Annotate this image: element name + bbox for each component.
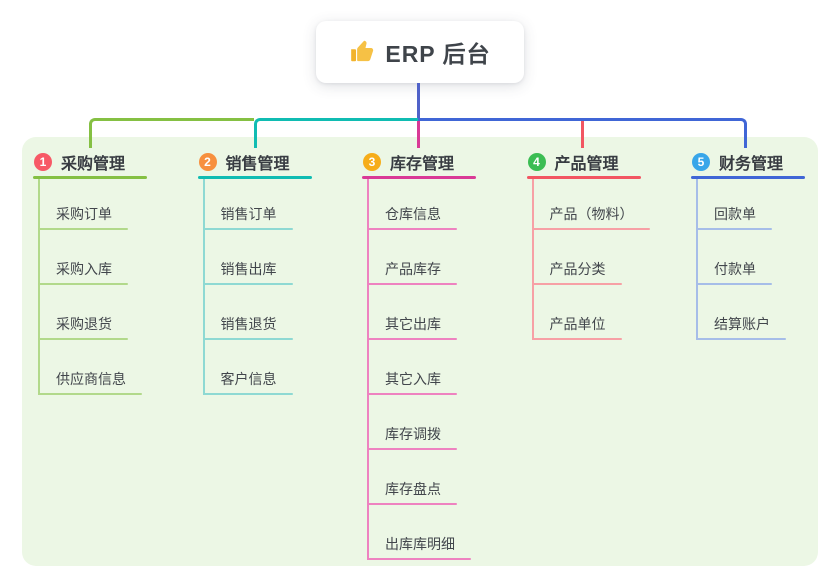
- connector-branch-3: [416, 121, 420, 148]
- child-node-库存调拨[interactable]: 库存调拨: [385, 426, 441, 442]
- child-underline: [367, 503, 457, 505]
- branch-node-库存管理[interactable]: 3 库存管理: [362, 148, 476, 176]
- child-node-采购退货[interactable]: 采购退货: [56, 316, 112, 332]
- child-node-产品分类[interactable]: 产品分类: [549, 261, 606, 277]
- child-node-库存盘点[interactable]: 库存盘点: [385, 481, 441, 497]
- branch-销售管理: 2 销售管理销售订单销售出库销售退货客户信息: [197, 148, 328, 395]
- children-connector-line: [531, 179, 534, 340]
- child-node-销售订单[interactable]: 销售订单: [220, 206, 277, 222]
- child-node-销售出库[interactable]: 销售出库: [220, 261, 277, 277]
- child-node-客户信息[interactable]: 客户信息: [220, 371, 277, 387]
- branch-title-label: 财务管理: [719, 156, 784, 173]
- branch-库存管理: 3 库存管理仓库信息产品库存其它出库其它入库库存调拨库存盘点出库库明细: [362, 148, 492, 560]
- child-node-回款单[interactable]: 回款单: [714, 206, 756, 222]
- child-underline: [202, 338, 293, 340]
- child-node-付款单[interactable]: 付款单: [714, 261, 756, 277]
- branch-财务管理: 5 财务管理回款单付款单结算账户: [691, 148, 821, 340]
- root-node[interactable]: ERP 后台: [316, 21, 524, 83]
- child-node-产品库存[interactable]: 产品库存: [385, 261, 441, 277]
- children-connector-line: [38, 179, 40, 395]
- child-underline: [367, 393, 457, 395]
- branch-number-badge: 3: [363, 153, 381, 171]
- child-node-出库库明细[interactable]: 出库库明细: [385, 536, 455, 552]
- child-underline: [696, 338, 786, 340]
- connector-branch-5: [418, 118, 747, 148]
- branch-title-label: 销售管理: [225, 156, 290, 173]
- branch-number-badge: 5: [692, 153, 710, 171]
- branch-title-label: 产品管理: [554, 156, 619, 173]
- connector-branch-4: [581, 121, 584, 148]
- child-underline: [367, 558, 471, 560]
- child-underline: [367, 338, 457, 340]
- child-node-仓库信息[interactable]: 仓库信息: [385, 206, 441, 222]
- connector-branch-1: [89, 118, 254, 148]
- branch-node-采购管理[interactable]: 1 采购管理: [33, 148, 147, 176]
- branch-underline: [362, 176, 476, 179]
- root-connector-line: [417, 83, 420, 120]
- branch-underline: [691, 176, 805, 179]
- child-underline: [531, 283, 622, 285]
- child-node-采购入库[interactable]: 采购入库: [56, 261, 112, 277]
- child-underline: [367, 228, 457, 230]
- child-underline: [367, 448, 457, 450]
- branch-underline: [526, 176, 641, 179]
- branches-panel: [22, 137, 818, 566]
- child-underline: [531, 338, 622, 340]
- branch-number-badge: 4: [527, 153, 546, 171]
- child-node-其它出库[interactable]: 其它出库: [385, 316, 441, 332]
- connector-branch-2: [253, 118, 418, 148]
- branch-underline: [33, 176, 147, 179]
- branch-node-财务管理[interactable]: 5 财务管理: [691, 148, 805, 176]
- child-underline: [38, 393, 142, 395]
- child-underline: [367, 283, 457, 285]
- child-underline: [696, 228, 772, 230]
- child-underline: [38, 283, 128, 285]
- child-node-其它入库[interactable]: 其它入库: [385, 371, 441, 387]
- branch-采购管理: 1 采购管理采购订单采购入库采购退货供应商信息: [33, 148, 163, 395]
- child-underline: [202, 228, 293, 230]
- children-connector-line: [202, 179, 205, 395]
- child-node-产品（物料）[interactable]: 产品（物料）: [549, 206, 634, 222]
- thumbs-up-icon: [351, 40, 374, 62]
- branch-产品管理: 4 产品管理产品（物料） 产品分类产品单位: [526, 148, 657, 340]
- child-node-销售退货[interactable]: 销售退货: [220, 316, 277, 332]
- child-node-供应商信息[interactable]: 供应商信息: [56, 371, 126, 387]
- branch-node-销售管理[interactable]: 2 销售管理: [198, 148, 312, 176]
- child-underline: [202, 393, 293, 395]
- child-node-采购订单[interactable]: 采购订单: [56, 206, 112, 222]
- branch-number-badge: 1: [34, 153, 52, 171]
- branch-number-badge: 2: [198, 153, 217, 171]
- children-connector-line: [696, 179, 698, 340]
- child-underline: [696, 283, 772, 285]
- child-node-产品单位[interactable]: 产品单位: [549, 316, 606, 332]
- child-underline: [202, 283, 293, 285]
- branch-title-label: 库存管理: [390, 156, 455, 173]
- branch-node-产品管理[interactable]: 4 产品管理: [527, 148, 641, 176]
- branch-underline: [197, 176, 312, 179]
- children-connector-line: [367, 179, 369, 560]
- child-underline: [38, 338, 128, 340]
- child-underline: [531, 228, 650, 230]
- child-node-结算账户[interactable]: 结算账户: [714, 316, 770, 332]
- child-underline: [38, 228, 128, 230]
- root-node-label: ERP 后台: [385, 41, 491, 67]
- branch-title-label: 采购管理: [61, 156, 126, 173]
